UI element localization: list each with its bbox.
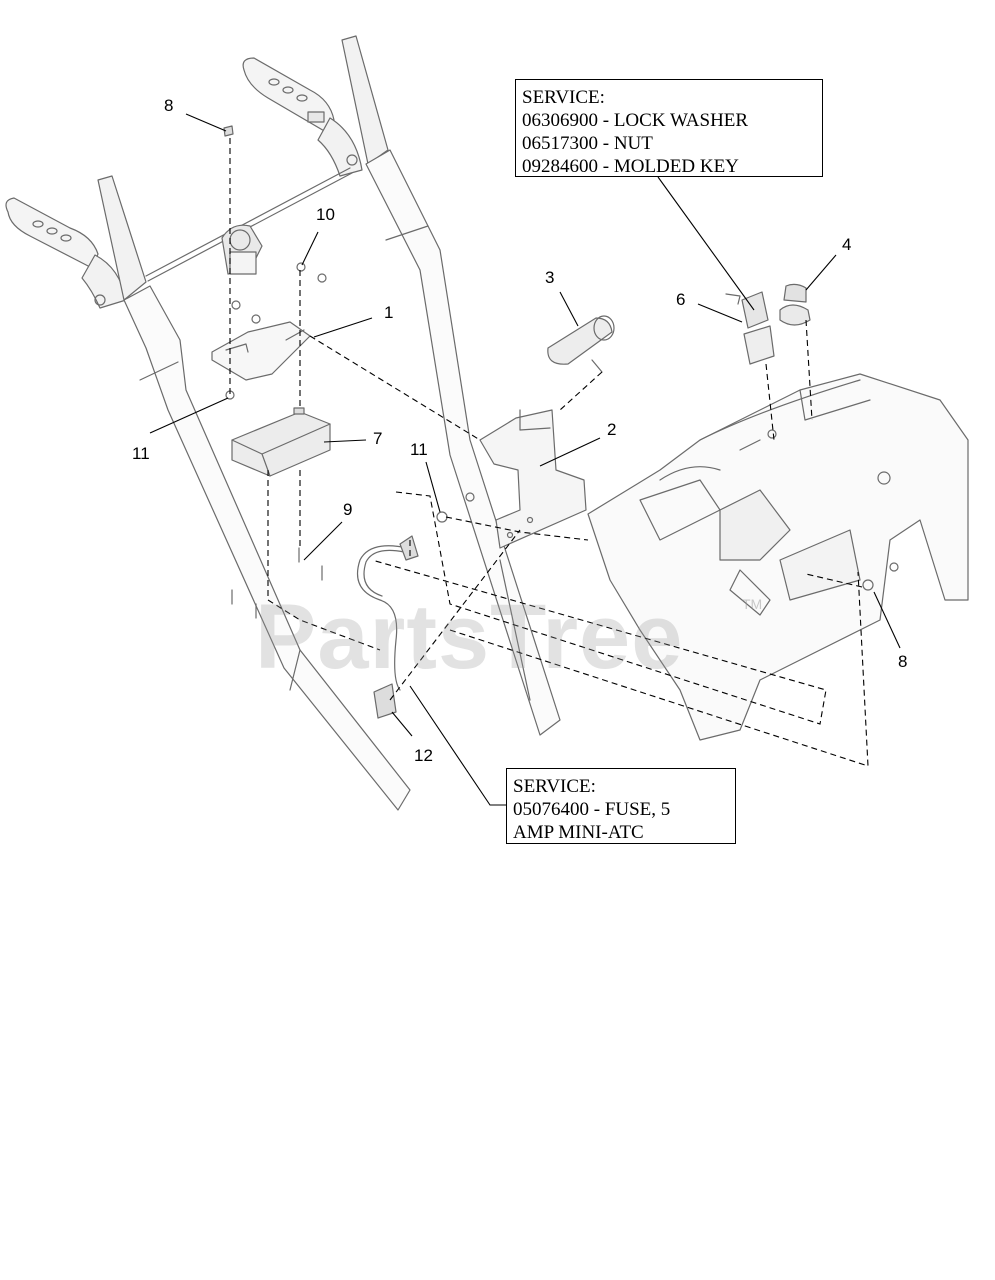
service-note-bottom: SERVICE: 05076400 - FUSE, 5 AMP MINI-ATC: [506, 768, 736, 844]
cross-rod: [145, 167, 353, 282]
leader-lines: [149, 113, 901, 806]
callout-labels: 8 10 1 3 6 4 11 7 2 11 9 8 12: [132, 96, 907, 765]
callout-11-mid: 11: [410, 440, 428, 459]
callout-7: 7: [373, 429, 382, 448]
right-handle-grip: [242, 35, 389, 177]
dash-panel-housing: [587, 373, 969, 741]
right-handle-tube: [365, 149, 561, 736]
service-note-top: SERVICE: 06306900 - LOCK WASHER 06517300…: [515, 79, 823, 177]
service-note-line: 09284600 - MOLDED KEY: [522, 156, 739, 177]
watermark: PartsTree: [255, 586, 684, 688]
callout-8-right: 8: [898, 652, 907, 671]
wire-harness: [356, 535, 419, 719]
left-handle-tube: [123, 285, 411, 811]
service-note-line: 06306900 - LOCK WASHER: [522, 110, 749, 131]
callout-1: 1: [384, 303, 393, 322]
callout-2: 2: [607, 420, 616, 439]
part-3-cap: [547, 315, 615, 373]
service-note-line: 06517300 - NUT: [522, 133, 653, 154]
part-1-bracket: [211, 321, 311, 381]
callout-6: 6: [676, 290, 685, 309]
callout-3: 3: [545, 268, 554, 287]
service-note-line: SERVICE:: [513, 776, 596, 797]
callout-11-left: 11: [132, 444, 150, 463]
watermark-tm: TM: [742, 596, 763, 612]
service-note-line: 05076400 - FUSE, 5: [513, 799, 671, 820]
fasteners: [223, 125, 899, 619]
part-2-bracket: [479, 409, 587, 549]
part-7-module: [231, 407, 331, 477]
callout-8-top: 8: [164, 96, 173, 115]
callout-10: 10: [316, 205, 335, 224]
service-note-line: AMP MINI-ATC: [513, 822, 644, 843]
part-4-knob: [779, 283, 811, 326]
assembly-lines: [229, 138, 869, 767]
part-6-switch: [725, 291, 775, 365]
callout-9: 9: [343, 500, 352, 519]
service-note-line: SERVICE:: [522, 87, 605, 108]
callout-4: 4: [842, 235, 851, 254]
left-handle-grip: [5, 175, 147, 309]
callout-12: 12: [414, 746, 433, 765]
